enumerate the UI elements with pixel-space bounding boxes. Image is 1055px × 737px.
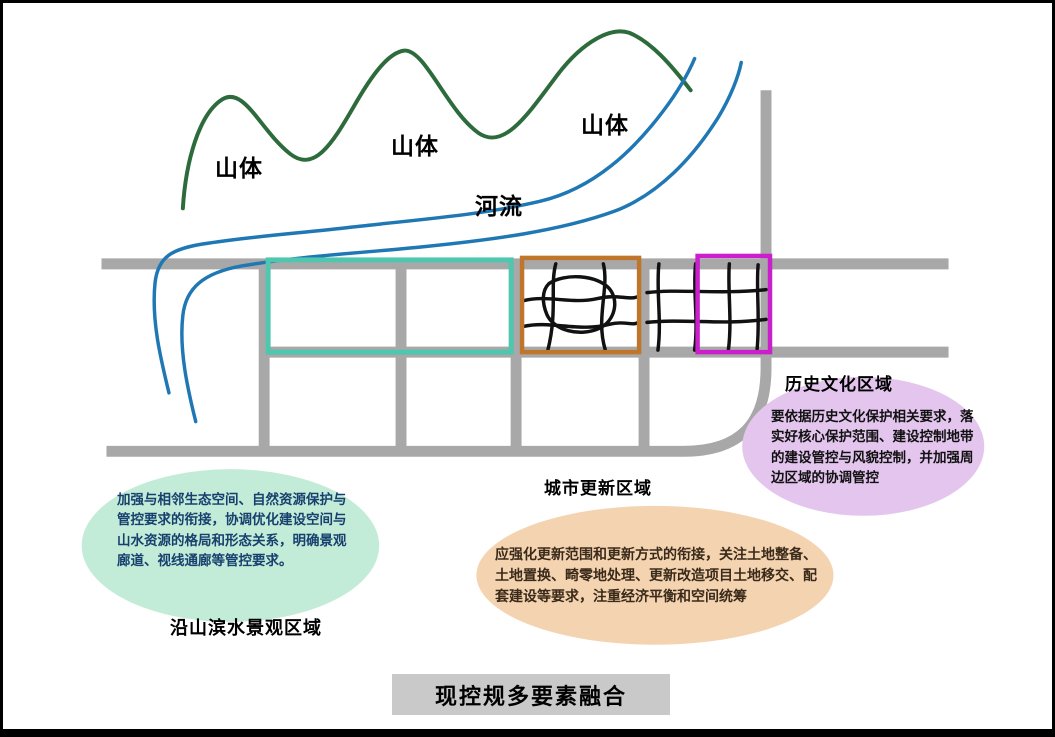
mountain-outline [180,29,693,211]
mountain-label-3: 山体 [581,112,629,138]
historic-zone-rect [695,253,773,355]
local-street [546,262,558,352]
landscape-zone-label: 沿山滨水景观区域 [170,618,322,638]
river-label: 河流 [475,193,523,219]
renewal-zone-rect [519,255,642,355]
landscape-zone-note: 加强与相邻生态空间、自然资源保护与管控要求的衔接，协调优化建设空间与山水资源的格… [117,492,347,568]
diagram-canvas [81,29,985,645]
landscape-zone-rect [265,257,514,355]
local-street [645,287,768,295]
renewal-local-streets [522,262,640,352]
historic-note-ellipse [742,376,985,516]
renewal-note-ellipse [476,505,834,645]
landscape-note-ellipse [81,469,380,622]
local-street [599,262,608,352]
renewal-zone-note: 应强化更新范围和更新方式的衔接，关注土地整备、土地置换、畸零地处理、更新改造项目… [495,546,817,604]
local-street [656,262,662,352]
historic-zone-label: 历史文化区域 [785,375,893,394]
renewal-zone-label: 城市更新区域 [544,479,652,498]
local-street [522,320,640,329]
historic-local-streets [645,262,768,352]
river-bank-upper [152,56,697,395]
river-bank-lower [180,60,743,424]
mountain-label-1: 山体 [215,155,263,181]
bottom-rule [3,729,1052,734]
local-street [755,263,761,351]
local-street-ring [541,274,617,334]
local-street [522,294,640,303]
local-street [645,317,768,325]
historic-zone-note: 要依据历史文化保护相关要求，落实好核心保护范围、建设控制地带的建设管控与风貌控制… [771,409,974,485]
diagram-title: 现控规多要素融合 [392,674,670,715]
river-paths [152,56,743,424]
mountain-label-2: 山体 [391,133,439,159]
local-street [726,262,732,352]
